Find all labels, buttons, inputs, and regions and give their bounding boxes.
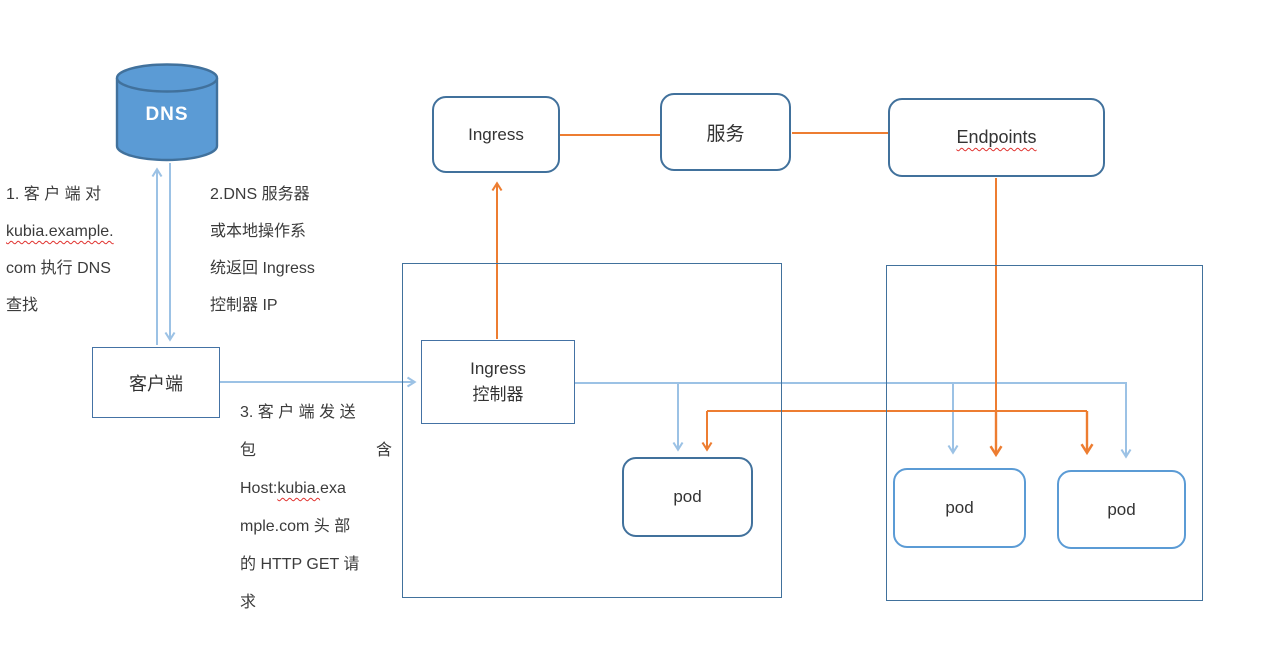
dns-cylinder: DNS xyxy=(115,62,219,162)
service-box: 服务 xyxy=(660,93,791,171)
annotation-step1: 1. 客 户 端 对 kubia.example. com 执行 DNS 查找 xyxy=(6,176,164,324)
annotation-step3-line1: 3. 客 户 端 发 送 xyxy=(240,404,356,421)
ingress-controller-label-line2: 控制器 xyxy=(472,385,524,404)
annotation-step1-line4: 查找 xyxy=(6,297,39,314)
pod-box-node2a: pod xyxy=(893,468,1026,548)
ingress-controller-box: Ingress 控制器 xyxy=(421,340,575,424)
client-label: 客户端 xyxy=(129,373,183,394)
pod-label: pod xyxy=(1107,499,1136,519)
ingress-controller-label-line1: Ingress xyxy=(470,359,526,378)
annotation-step2-line3: 统返回 Ingress xyxy=(210,260,315,277)
annotation-step1-line2: kubia.example. xyxy=(6,223,114,240)
endpoints-label: Endpoints xyxy=(956,127,1037,147)
dns-label: DNS xyxy=(145,104,189,125)
annotation-step3-line4: mple.com 头 部 xyxy=(240,518,351,535)
annotation-step3-line2-right: 含 xyxy=(375,442,392,459)
controller-main-line xyxy=(575,382,1132,459)
node1-frame xyxy=(402,263,782,598)
annotation-step3-line5: 的 HTTP GET 请 xyxy=(240,556,360,573)
pod-label: pod xyxy=(945,498,974,517)
annotation-step1-line3: com 执行 DNS xyxy=(6,260,111,277)
pod-label: pod xyxy=(673,487,702,506)
ingress-label: Ingress xyxy=(468,124,524,144)
annotation-step3: 3. 客 户 端 发 送 包 含 Host:kubia.exa mple.com… xyxy=(240,394,392,622)
pod-box-node1: pod xyxy=(622,457,753,537)
pod-box-node2b: pod xyxy=(1057,470,1186,549)
dns-cylinder-shape xyxy=(115,63,219,162)
annotation-step3-line6: 求 xyxy=(240,594,257,611)
annotation-step3-line3: Host:kubia.exa xyxy=(240,480,346,497)
node2-frame xyxy=(886,265,1203,601)
annotation-step2-line1: 2.DNS 服务器 xyxy=(210,186,310,203)
service-label: 服务 xyxy=(706,123,745,145)
endpoints-box: Endpoints xyxy=(888,98,1105,177)
annotation-step2: 2.DNS 服务器 或本地操作系 统返回 Ingress 控制器 IP xyxy=(210,176,350,324)
annotation-step1-line1: 1. 客 户 端 对 xyxy=(6,186,102,203)
annotation-step2-line2: 或本地操作系 xyxy=(210,223,307,240)
annotation-step2-line4: 控制器 IP xyxy=(210,297,278,314)
annotation-step3-line2: 包 含 xyxy=(240,432,392,470)
ingress-box: Ingress xyxy=(432,96,560,173)
client-box: 客户端 xyxy=(92,347,220,418)
annotation-step3-line2-left: 包 xyxy=(240,442,257,459)
